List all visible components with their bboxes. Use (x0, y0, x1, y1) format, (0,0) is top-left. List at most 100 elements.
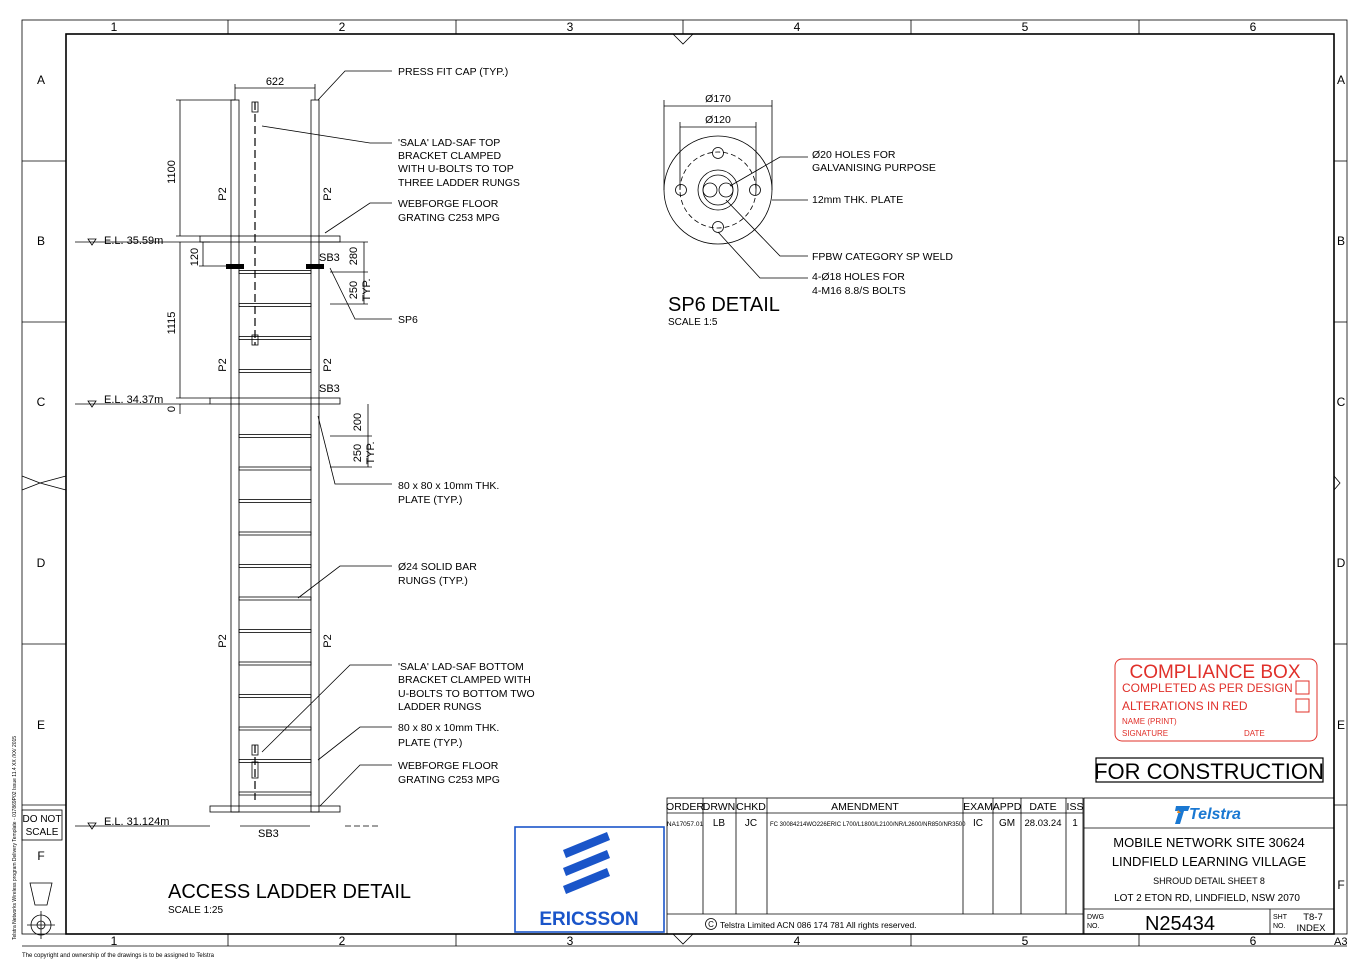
callout-plate-top: PLATE (TYP.) (398, 494, 462, 506)
rev-cell-appd: GM (999, 818, 1015, 829)
for-construction-box (1095, 757, 1324, 783)
compliance-line1: COMPLETED AS PER DESIGN (1122, 681, 1293, 695)
callout-sala-bottom: LADDER RUNGS (398, 701, 481, 713)
sp6-dia-outer: Ø170 (705, 93, 731, 105)
right-post (310, 99, 320, 813)
ladder-rung (238, 759, 312, 763)
member-label-p2: P2 (322, 634, 334, 647)
col-label: 1 (111, 934, 118, 948)
callout-webforge-top: GRATING C253 MPG (398, 212, 500, 224)
ericsson-name: ERICSSON (539, 909, 638, 930)
ladder-rung (238, 531, 312, 536)
ladder-rung (238, 791, 312, 796)
rev-cell-iss: 1 (1072, 818, 1078, 829)
dim-width: 622 (266, 76, 284, 88)
ladder-rung (238, 694, 312, 698)
callout-sala-top: THREE LADDER RUNGS (398, 177, 520, 189)
col-label: 5 (1022, 20, 1029, 34)
col-label: 3 (567, 20, 574, 34)
level-markers: E.L. 35.59m E.L. 34.37m E.L. 31.124m (75, 235, 378, 830)
for-construction-stamp: FOR CONSTRUCTION (1094, 759, 1324, 784)
ladder-rung (238, 499, 312, 503)
sht-label: SHT (1273, 914, 1288, 921)
callout-sala-bottom: 'SALA' LAD-SAF BOTTOM (398, 661, 524, 673)
row-label: C (1337, 395, 1346, 409)
level-label: E.L. 34.37m (104, 394, 163, 406)
row-label: B (37, 234, 45, 248)
callout-plate-bottom: PLATE (TYP.) (398, 737, 462, 749)
side-template-text: Telstra Networks Wireless program Delive… (12, 736, 18, 940)
rev-cell-drawn: LB (713, 818, 726, 829)
rev-header: DRWN (703, 801, 735, 813)
sp6-scale: SCALE 1:5 (668, 317, 718, 328)
col-label: 3 (567, 934, 574, 948)
dwg-number: N25434 (1145, 913, 1215, 935)
rev-header: EXAM (963, 801, 993, 813)
compliance-checkbox-2[interactable] (1295, 698, 1310, 713)
paper-size: A3 (1334, 936, 1347, 948)
callout-plate-top: 80 x 80 x 10mm THK. (398, 480, 499, 492)
do-not-scale-line2: SCALE (26, 827, 59, 838)
member-label-sb3: SB3 (258, 828, 279, 840)
callout-sala-top: BRACKET CLAMPED (398, 150, 501, 162)
row-label: F (1337, 878, 1344, 892)
member-label-p2: P2 (217, 634, 229, 647)
row-label: D (1337, 556, 1346, 570)
level-label: E.L. 35.59m (104, 235, 163, 247)
sht-index: INDEX (1296, 923, 1326, 934)
platform-middle (209, 397, 341, 405)
bracket-right (306, 264, 324, 269)
col-label: 4 (794, 20, 801, 34)
svg-text:C: C (708, 920, 714, 929)
level-label: E.L. 31.124m (104, 816, 169, 828)
rev-cell-order: NA17057.01 (667, 821, 704, 828)
rev-cell-amendment: FC 30084214WO226ERIC L700/L1800/L2100/NR… (770, 822, 966, 828)
ladder-rung (238, 336, 312, 340)
site-address: LOT 2 ETON RD, LINDFIELD, NSW 2070 (1114, 893, 1300, 904)
row-label: A (37, 73, 45, 87)
callout-press-fit: PRESS FIT CAP (TYP.) (398, 66, 508, 78)
compliance-checkbox-1[interactable] (1295, 680, 1310, 695)
do-not-scale-line1: DO NOT (23, 814, 62, 825)
callout-webforge-top: WEBFORGE FLOOR (398, 198, 499, 210)
callout-rungs: RUNGS (TYP.) (398, 575, 468, 587)
callout-sala-top: WITH U-BOLTS TO TOP (398, 163, 514, 175)
copyright-note: The copyright and ownership of the drawi… (22, 953, 215, 959)
inner-border (65, 33, 1335, 935)
compliance-signature: SIGNATURE (1122, 729, 1168, 738)
callout-sala-bottom: U-BOLTS TO BOTTOM TWO (398, 688, 535, 700)
member-label-p2: P2 (322, 187, 334, 200)
ladder-rung (238, 726, 312, 731)
leader-lines (261, 70, 392, 807)
ladder-rung (238, 303, 312, 307)
rev-cell-exam: IC (973, 818, 983, 829)
title-block: Telstra MOBILE NETWORK SITE 30624 LINDFI… (1083, 797, 1335, 935)
dwg-label: NO. (1087, 923, 1100, 930)
sp6-callout-holes18: 4-Ø18 HOLES FOR (812, 271, 905, 283)
do-not-scale-box: DO NOT SCALE (21, 809, 63, 841)
table-row: NA17057.01 LB JC FC 30084214WO226ERIC L7… (667, 818, 1078, 829)
row-label: B (1337, 234, 1345, 248)
callout-rungs: Ø24 SOLID BAR (398, 561, 477, 573)
sht-label: NO. (1273, 923, 1286, 930)
row-label: D (37, 556, 46, 570)
rev-header: ORDER (666, 801, 704, 813)
row-label: C (37, 395, 46, 409)
col-label: 6 (1250, 20, 1257, 34)
ladder-rung (238, 434, 312, 438)
sp6-callout-plate: 12mm THK. PLATE (812, 194, 903, 206)
dim-bracket-offset: 120 (189, 248, 201, 266)
member-label-sb3: SB3 (319, 252, 340, 264)
left-post (230, 99, 240, 813)
sp6-callout-holes20: Ø20 HOLES FOR (812, 149, 896, 161)
sp6-callout-holes18: 4-M16 8.8/S BOLTS (812, 285, 906, 297)
compliance-name: NAME (PRINT) (1122, 717, 1177, 726)
member-label-p2: P2 (217, 187, 229, 200)
col-label: 1 (111, 20, 118, 34)
sp6-callout-holes20: GALVANISING PURPOSE (812, 162, 936, 174)
ladder-rung (238, 629, 312, 633)
site-name: LINDFIELD LEARNING VILLAGE (1112, 854, 1307, 869)
member-label-sb3: SB3 (319, 383, 340, 395)
dim-rung-top2: 200 (352, 413, 364, 431)
